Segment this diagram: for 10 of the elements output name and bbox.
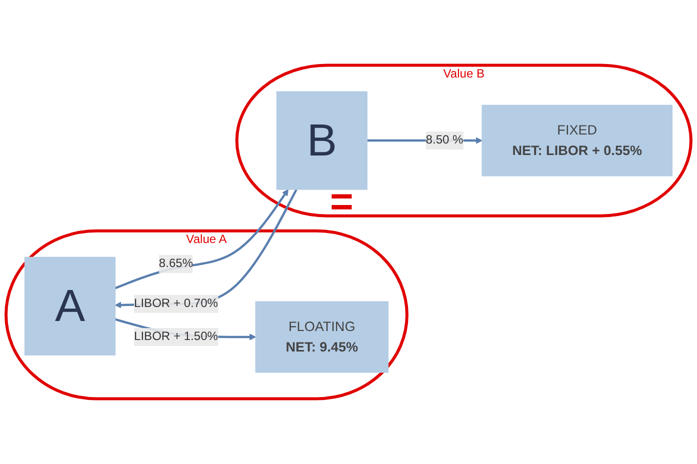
node-box: A [24,256,116,356]
edge-label: LIBOR + 0.70% [134,297,218,310]
edge-label: 8.65% [158,257,194,270]
node-box: FLOATING NET: 9.45% [255,301,389,373]
edge-label: LIBOR + 1.50% [134,330,218,344]
node-box: FIXED NET: LIBOR + 0.55% [482,104,673,176]
edge-label: 8.50 % [426,134,464,147]
node-box: B [276,91,368,190]
arrow [114,188,298,308]
arrow [114,189,288,290]
